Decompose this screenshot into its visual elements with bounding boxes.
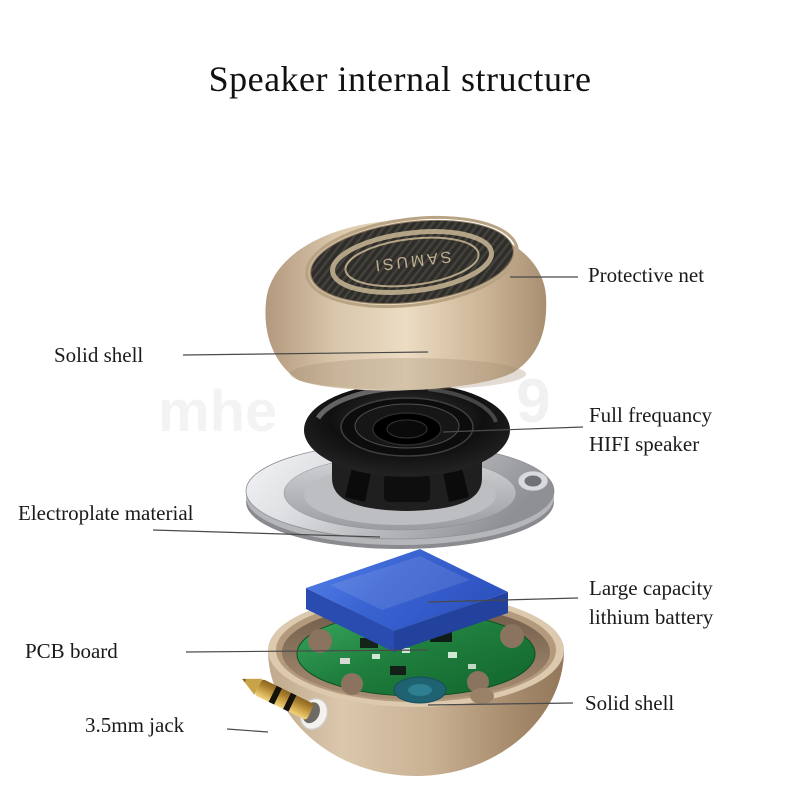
audio-jack <box>242 678 329 731</box>
lithium-battery <box>306 549 508 652</box>
label-full-frequency: Full frequancy HIFI speaker <box>589 401 712 459</box>
label-solid-shell-bottom: Solid shell <box>585 691 675 715</box>
jack-tip <box>244 678 263 695</box>
pcb-notch <box>341 673 363 695</box>
jack-shaft <box>255 679 314 720</box>
leader-jack <box>226 728 269 733</box>
label-battery-line2: lithium battery <box>589 605 714 629</box>
leader-electroplate <box>152 529 381 538</box>
leader-solid-shell-bottom <box>427 702 574 706</box>
label-solid-shell-top: Solid shell <box>54 343 144 367</box>
label-battery-line1: Large capacity <box>589 576 713 600</box>
label-battery: Large capacity lithium battery <box>589 574 713 632</box>
leader-full-frequency <box>442 426 584 433</box>
leader-lines <box>152 276 584 733</box>
speaker-driver <box>304 383 510 511</box>
pcb-notch <box>500 624 524 648</box>
mesh-ring-outer <box>330 229 494 295</box>
label-full-frequency-line2: HIFI speaker <box>589 432 700 456</box>
protective-net-mesh: SAMUSI <box>305 215 519 309</box>
label-pcb-board: PCB board <box>25 639 118 663</box>
leader-solid-shell-top <box>182 351 429 356</box>
leader-pcb <box>185 649 429 653</box>
pcb-notch <box>467 671 489 693</box>
label-protective-net: Protective net <box>588 263 705 287</box>
diagram-title: Speaker internal structure <box>208 59 592 99</box>
top-shell: SAMUSI <box>265 215 547 391</box>
label-jack: 3.5mm jack <box>85 713 185 737</box>
leader-battery <box>427 597 579 603</box>
pcb-notch <box>308 629 332 653</box>
label-electroplate: Electroplate material <box>18 501 194 525</box>
mesh-ring-inner <box>344 236 480 288</box>
label-full-frequency-line1: Full frequancy <box>589 403 713 427</box>
